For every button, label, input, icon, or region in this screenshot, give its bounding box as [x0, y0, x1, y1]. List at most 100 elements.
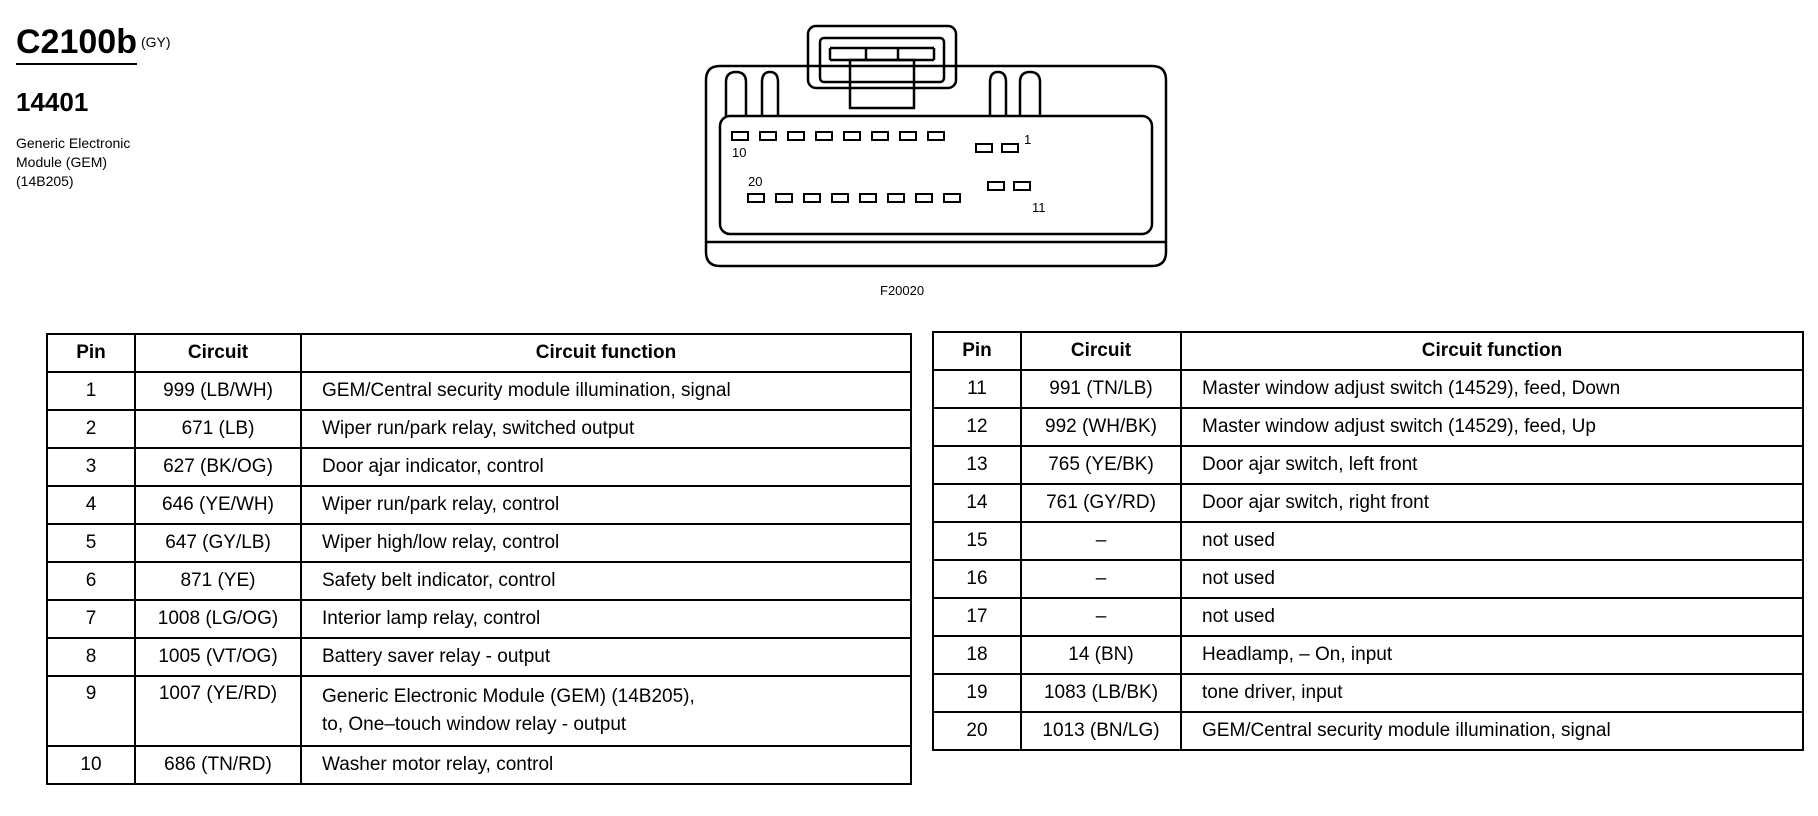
circuit-function: Battery saver relay - output [300, 637, 912, 677]
circuit-function-line: GEM/Central security module illumination… [1202, 720, 1611, 741]
connector-drawing: 1 10 20 11 [704, 24, 1168, 268]
circuit-function-line: Generic Electronic Module (GEM) (14B205)… [322, 686, 695, 707]
circuit-function-line: not used [1202, 568, 1275, 589]
pin-label-20: 20 [748, 174, 762, 189]
circuit-code: 765 (YE/BK) [1020, 445, 1182, 485]
table-header-row: Pin Circuit Circuit function [932, 331, 1804, 371]
circuit-function-line: Door ajar switch, right front [1202, 492, 1430, 513]
pin-label-10: 10 [732, 145, 746, 160]
circuit-code: 647 (GY/LB) [134, 523, 302, 563]
pin-2 [975, 143, 993, 153]
pin-number: 9 [46, 675, 136, 747]
circuit-code: 992 (WH/BK) [1020, 407, 1182, 447]
circuit-code: 1013 (BN/LG) [1020, 711, 1182, 751]
circuit-function-line: Wiper high/low relay, control [322, 532, 560, 553]
pin-number: 6 [46, 561, 136, 601]
circuit-code: 627 (BK/OG) [134, 447, 302, 487]
circuit-code: – [1020, 559, 1182, 599]
part-number: 14401 [16, 87, 89, 117]
circuit-function: Headlamp, – On, input [1180, 635, 1804, 675]
connector-header: C2100b(GY) 14401 Generic Electronic Modu… [16, 22, 316, 191]
pin-number: 16 [932, 559, 1022, 599]
pin-number: 13 [932, 445, 1022, 485]
circuit-function: GEM/Central security module illumination… [1180, 711, 1804, 751]
circuit-function: not used [1180, 521, 1804, 561]
pin-number: 5 [46, 523, 136, 563]
pin-number: 8 [46, 637, 136, 677]
pin-number: 17 [932, 597, 1022, 637]
pin-13 [943, 193, 961, 203]
circuit-function: Door ajar indicator, control [300, 447, 912, 487]
description-line: Module (GEM) [16, 154, 108, 170]
pin-number: 15 [932, 521, 1022, 561]
circuit-code: 991 (TN/LB) [1020, 369, 1182, 409]
pin-number: 12 [932, 407, 1022, 447]
table-row: 17–not used [932, 597, 1804, 637]
pin-16 [859, 193, 877, 203]
circuit-code: 646 (YE/WH) [134, 485, 302, 525]
circuit-code: 1005 (VT/OG) [134, 637, 302, 677]
connector-id: C2100b [16, 22, 137, 65]
column-header-circuit: Circuit [1020, 331, 1182, 371]
circuit-function-line: not used [1202, 606, 1275, 627]
pin-number: 10 [46, 745, 136, 785]
latch-outer [806, 24, 958, 90]
circuit-function-line: Battery saver relay - output [322, 646, 551, 667]
circuit-function: Wiper high/low relay, control [300, 523, 912, 563]
circuit-function: Door ajar switch, right front [1180, 483, 1804, 523]
circuit-function-line: Interior lamp relay, control [322, 608, 541, 629]
circuit-function-line: Master window adjust switch (14529), fee… [1202, 378, 1621, 399]
circuit-function: Interior lamp relay, control [300, 599, 912, 639]
table-row: 15–not used [932, 521, 1804, 561]
locking-tab [1018, 70, 1042, 116]
pin-14 [915, 193, 933, 203]
circuit-function-line: Door ajar indicator, control [322, 456, 544, 477]
figure-id: F20020 [880, 283, 925, 298]
pin-cavity [718, 114, 1154, 236]
pin-7 [815, 131, 833, 141]
circuit-function-line: tone driver, input [1202, 682, 1343, 703]
circuit-code: 999 (LB/WH) [134, 371, 302, 411]
circuit-function-line: Washer motor relay, control [322, 754, 554, 775]
circuit-function-line: Headlamp, – On, input [1202, 644, 1393, 665]
connector-color: (GY) [140, 34, 171, 50]
pin-number: 3 [46, 447, 136, 487]
pin-number: 1 [46, 371, 136, 411]
module-description: Generic Electronic Module (GEM) (14B205) [16, 134, 316, 191]
circuit-function: Wiper run/park relay, control [300, 485, 912, 525]
connector-housing [704, 64, 1168, 268]
pin-20 [747, 193, 765, 203]
pin-number: 20 [932, 711, 1022, 751]
circuit-code: – [1020, 521, 1182, 561]
pin-number: 2 [46, 409, 136, 449]
pin-6 [843, 131, 861, 141]
circuit-code: 871 (YE) [134, 561, 302, 601]
circuit-function-line: not used [1202, 530, 1275, 551]
circuit-function: Wiper run/park relay, switched output [300, 409, 912, 449]
circuit-function-line: Door ajar switch, left front [1202, 454, 1418, 475]
circuit-code: 1007 (YE/RD) [134, 675, 302, 747]
pin-9 [759, 131, 777, 141]
pin-number: 4 [46, 485, 136, 525]
circuit-function-line: Master window adjust switch (14529), fee… [1202, 416, 1596, 437]
pin-5 [871, 131, 889, 141]
circuit-function-line: to, One–touch window relay - output [322, 714, 627, 735]
pin-number: 7 [46, 599, 136, 639]
circuit-code: – [1020, 597, 1182, 637]
locking-tab [988, 70, 1008, 116]
circuit-function-line: Wiper run/park relay, switched output [322, 418, 635, 439]
pin-17 [831, 193, 849, 203]
